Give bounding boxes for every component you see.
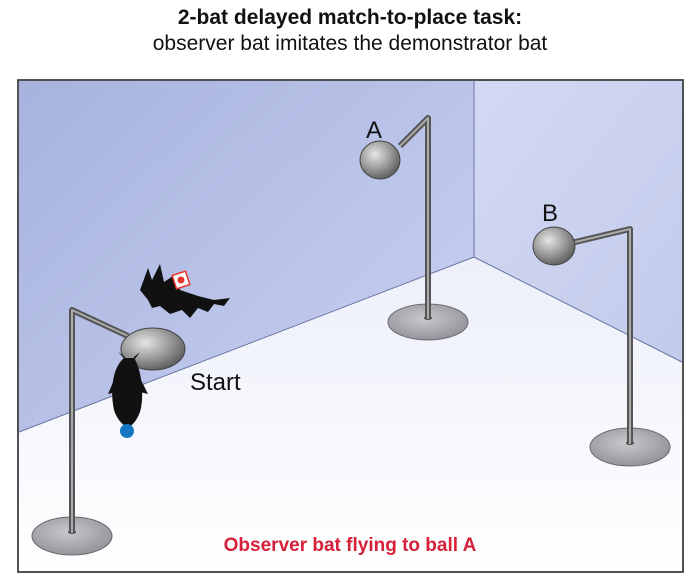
label-start: Start: [190, 369, 241, 396]
title-line-1: 2-bat delayed match-to-place task:: [177, 6, 523, 29]
title-line-2: observer bat imitates the demonstrator b…: [152, 32, 548, 55]
blue-marker: [120, 424, 134, 438]
perch-a: [359, 115, 469, 341]
perch-b: [532, 226, 671, 467]
room-walls: [17, 79, 684, 573]
label-ball-a: A: [366, 117, 382, 144]
hanging-bat: [108, 352, 148, 428]
flying-bat: [140, 264, 230, 318]
label-ball-b: B: [542, 200, 558, 227]
caption: Observer bat flying to ball A: [224, 535, 477, 556]
perch-start: [31, 307, 186, 556]
